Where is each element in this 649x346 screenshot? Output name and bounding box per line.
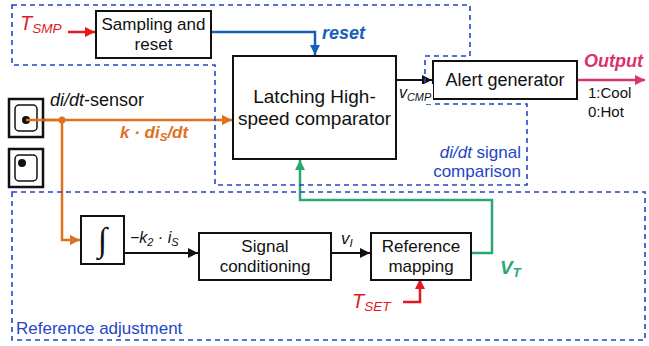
- text-run: V: [500, 257, 513, 278]
- text-run: ∫: [98, 221, 107, 258]
- edge-label: vCMP: [397, 84, 433, 104]
- process-box: Signal conditioning: [198, 232, 332, 281]
- signal-name: TSET: [350, 290, 393, 315]
- box-label: Sampling and reset: [100, 15, 207, 53]
- text-run: 0:Hot: [588, 103, 624, 120]
- text-run: Signal conditioning: [220, 237, 311, 275]
- text-run: S: [171, 236, 178, 248]
- box-label: Latching High-speed comparator: [237, 86, 392, 129]
- output-name: Output: [582, 52, 645, 72]
- text-run: Sampling and reset: [102, 15, 206, 53]
- sensor-symbol: di/dt-sensor: [8, 98, 44, 188]
- dashed-boundary: [12, 192, 645, 340]
- text-run: Reference adjustment: [16, 319, 182, 338]
- state-note: 0:Hot: [586, 104, 626, 121]
- text-run: Output: [584, 51, 643, 71]
- sensor-coil: [15, 155, 37, 181]
- text-run: v: [399, 84, 407, 101]
- process-box: Alert generator: [432, 60, 578, 100]
- sensor-frame: [9, 149, 43, 187]
- state-note: 1:Cool: [586, 85, 633, 102]
- text-run: CMP: [407, 91, 431, 103]
- text-run: I: [350, 237, 353, 249]
- box-label: Reference mapping: [375, 237, 467, 275]
- text-run: 2: [147, 236, 153, 248]
- text-run: di/dt: [50, 90, 84, 110]
- text-run: SET: [364, 299, 390, 314]
- sensor-label: di/dt-sensor: [50, 90, 144, 110]
- text-run: Reference mapping: [382, 237, 460, 275]
- region-boundary: Reference adjustment ∫ Signal conditioning…: [12, 192, 645, 340]
- setting-input-arrow: [403, 279, 420, 302]
- signal-connector: [397, 79, 432, 81]
- text-run: k · di: [120, 123, 160, 142]
- output-arrow: [578, 79, 645, 82]
- text-run: 1:Cool: [588, 84, 631, 101]
- text-run: Alert generator: [445, 70, 564, 90]
- text-run: SMP: [32, 21, 61, 36]
- box-label: ∫: [98, 221, 107, 259]
- text-run: −k: [130, 229, 147, 246]
- edge-label: vI: [339, 230, 355, 250]
- edge-label: k · diS/dt: [118, 124, 190, 144]
- text-run: T: [352, 290, 364, 312]
- text-run: reset: [322, 23, 365, 43]
- comparator-box: Latching High-speed comparator: [232, 55, 397, 160]
- text-run: -sensor: [84, 90, 144, 110]
- box-label: Alert generator: [445, 70, 564, 90]
- edge-label: VT: [498, 258, 523, 280]
- signal-connector: [332, 252, 370, 254]
- text-run: T: [20, 12, 32, 34]
- text-run: v: [341, 229, 350, 248]
- sensor-frame: [9, 99, 43, 137]
- region-label: Reference adjustment: [16, 319, 182, 338]
- signal-name: TSMP: [18, 12, 64, 37]
- box-label: Signal conditioning: [203, 237, 327, 275]
- text-run: /dt: [167, 123, 188, 142]
- process-box: Sampling and reset: [95, 10, 212, 59]
- sensor-conductor: [18, 159, 26, 167]
- edge-label: −k2 · iS: [128, 229, 180, 249]
- integrator-box: ∫: [80, 215, 125, 265]
- signal-connector: [125, 252, 198, 254]
- region-label: di/dt signal comparison: [403, 143, 521, 181]
- process-box: Reference mapping: [370, 232, 472, 281]
- text-run: S: [160, 131, 168, 143]
- sensor-drawing: [8, 98, 44, 188]
- signal-connector: [212, 32, 315, 55]
- signal-connector: [44, 119, 232, 122]
- sensor-lead: [26, 119, 44, 122]
- text-run: T: [513, 265, 521, 280]
- junction-dot: [59, 117, 66, 124]
- text-run: Latching High-speed comparator: [238, 86, 391, 128]
- clock-input-arrow: [68, 31, 95, 34]
- text-run: · i: [153, 229, 171, 246]
- text-run: di/dt: [440, 143, 472, 162]
- edge-label: reset: [320, 24, 367, 44]
- signal-connector: [44, 120, 80, 240]
- sensor-coil: [15, 105, 37, 131]
